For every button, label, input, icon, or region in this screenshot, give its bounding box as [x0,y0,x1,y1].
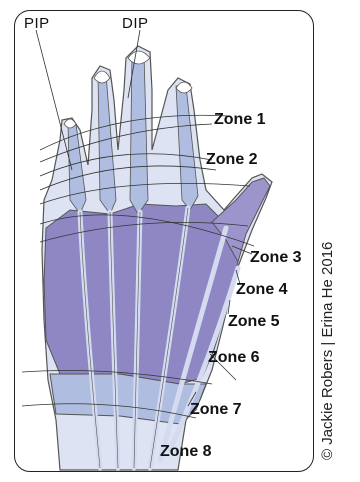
pip-label: PIP [24,16,50,31]
zone-7-label: Zone 7 [190,402,242,418]
zone-1-label: Zone 1 [214,112,266,128]
zone-6-label: Zone 6 [208,350,260,366]
zone-8-label: Zone 8 [160,444,212,460]
zone-2-label: Zone 2 [206,152,258,168]
copyright-credit: © Jackie Robers | Erina He 2016 [318,250,338,460]
zone-3-label: Zone 3 [250,250,302,266]
dip-label: DIP [122,16,149,31]
zone-4-label: Zone 4 [236,282,288,298]
zone-5-label: Zone 5 [228,314,280,330]
